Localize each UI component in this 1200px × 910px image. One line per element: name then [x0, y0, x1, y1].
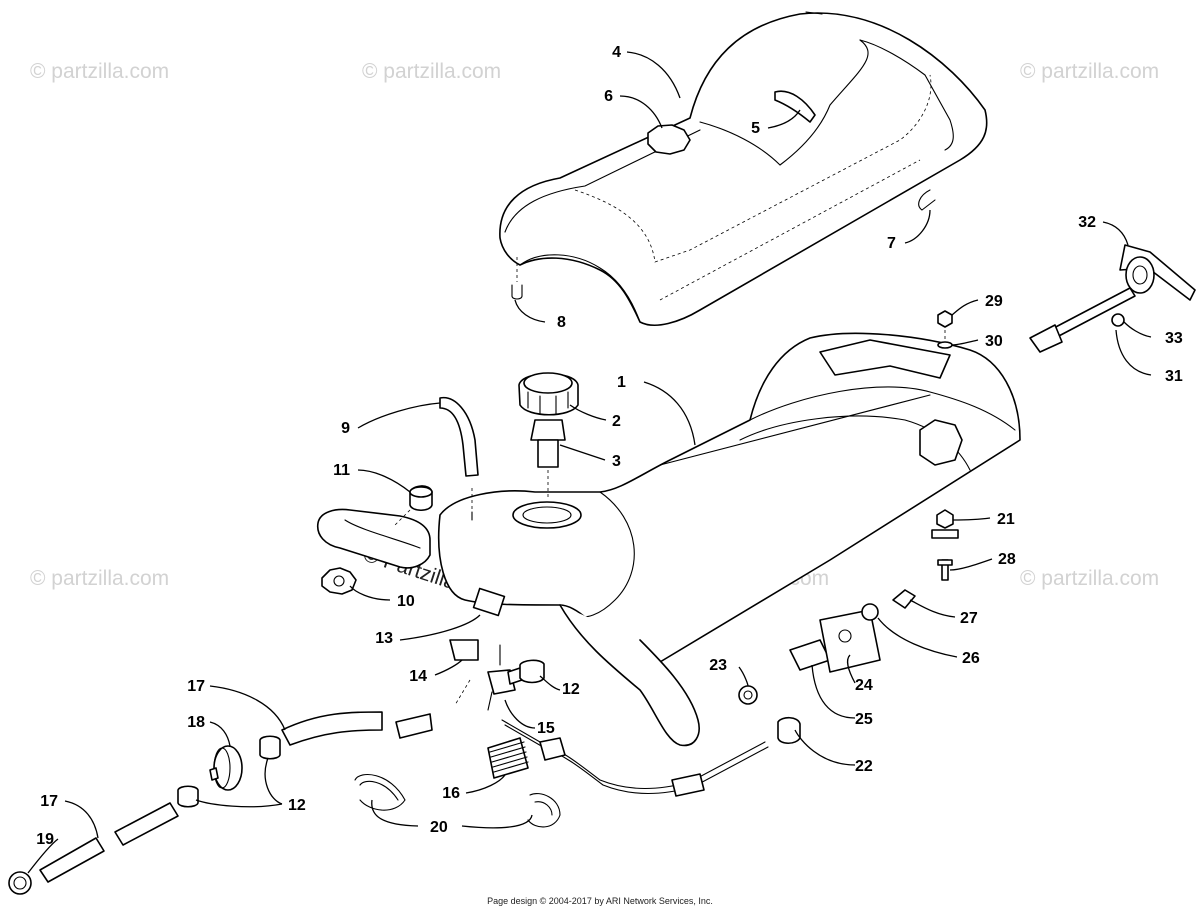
callout-33: 33 [1165, 330, 1183, 347]
callout-25: 25 [855, 711, 873, 728]
vent-hose-drawing [439, 396, 479, 477]
callout-4: 4 [612, 44, 621, 61]
callout-19: 19 [36, 831, 54, 848]
callout-12-a: 12 [562, 681, 580, 698]
callout-17-b: 17 [40, 793, 58, 810]
seat-cap-recess [647, 124, 691, 155]
vent-hose [439, 396, 479, 477]
callout-1: 1 [617, 374, 626, 391]
washer-33 [1111, 313, 1125, 327]
choke-cable-drawing [501, 716, 801, 797]
fitting-12a [519, 659, 545, 684]
cable-knob [777, 716, 801, 745]
watermark-top-center: © partzilla.com [362, 60, 501, 83]
tank-body [437, 332, 1021, 672]
callout-8: 8 [557, 314, 566, 331]
fuel-cap-drawing [518, 372, 579, 500]
petcock-drawing [449, 639, 545, 711]
callout-16: 16 [442, 785, 460, 802]
washer-10-drawing [321, 567, 357, 595]
fuel-line-segment [114, 802, 179, 846]
spring-16-drawing [487, 737, 529, 779]
callout-32: 32 [1078, 214, 1096, 231]
clip-8-drawing [511, 257, 523, 300]
callout-7: 7 [887, 235, 896, 252]
clamp-19-drawing [8, 871, 32, 895]
tank-drawing [316, 332, 1021, 747]
fuel-line-lower [39, 837, 105, 883]
spring [487, 737, 529, 779]
cable-assembly-drawing [1029, 244, 1196, 353]
callout-5: 5 [751, 120, 760, 137]
switch-drawing [789, 589, 916, 673]
cable-shaft [1049, 287, 1136, 339]
tank-rear-leg [559, 604, 700, 747]
callout-14: 14 [409, 668, 427, 685]
fuel-filter-drawing [177, 735, 281, 808]
watermark-mid-left: © partzilla.com [30, 567, 169, 590]
callout-24: 24 [855, 677, 873, 694]
seat-latch [774, 90, 816, 123]
grommet-11-drawing [394, 485, 433, 526]
callout-29: 29 [985, 293, 1003, 310]
callout-3: 3 [612, 453, 621, 470]
callout-18: 18 [187, 714, 205, 731]
footer-copyright: Page design © 2004-2017 by ARI Network S… [487, 896, 713, 906]
tank-front-handle [316, 508, 431, 569]
callout-12-b: 12 [288, 797, 306, 814]
fuel-line-upper [281, 711, 383, 746]
callout-30: 30 [985, 333, 1003, 350]
watermark-top-left: © partzilla.com [30, 60, 169, 83]
nut-23-drawing [738, 685, 758, 705]
hardware-21-28-drawing [931, 509, 959, 581]
callout-6: 6 [604, 88, 613, 105]
leader-lines [27, 51, 1152, 874]
callout-labels: 4 6 5 7 8 1 2 3 9 11 10 13 14 12 15 16 1… [36, 44, 1183, 848]
key-27 [892, 589, 916, 609]
fuel-filter [213, 745, 243, 791]
fuel-cap-gauge [537, 439, 559, 468]
fuel-line-mid [395, 713, 433, 739]
callout-22: 22 [855, 758, 873, 775]
callout-13: 13 [375, 630, 393, 647]
tank-recess [919, 419, 963, 466]
tank-decal [472, 587, 506, 617]
fitting-12b [259, 735, 281, 760]
watermark-mid-right: © partzilla.com [1020, 567, 1159, 590]
callout-27: 27 [960, 610, 978, 627]
fitting-12c [177, 785, 199, 808]
callout-31: 31 [1165, 368, 1183, 385]
fuel-line-drawing [39, 711, 433, 883]
callout-26: 26 [962, 650, 980, 667]
watermark-top-right: © partzilla.com [1020, 60, 1159, 83]
callout-21: 21 [997, 511, 1015, 528]
filler-neck [512, 501, 582, 529]
callout-15: 15 [537, 720, 555, 737]
callout-11: 11 [333, 462, 350, 479]
tank-top-opening [819, 339, 951, 379]
callout-23: 23 [709, 657, 727, 674]
seat-body [499, 12, 988, 326]
callout-17-a: 17 [187, 678, 205, 695]
seat-drawing [499, 11, 988, 326]
callout-28: 28 [998, 551, 1016, 568]
callout-9: 9 [341, 420, 350, 437]
hardware-29-30-drawing [937, 310, 953, 349]
callout-20: 20 [430, 819, 448, 836]
petcock-bracket [449, 639, 479, 661]
switch-plate [819, 609, 881, 673]
washer-26 [861, 603, 879, 621]
callout-10: 10 [397, 593, 415, 610]
callout-2: 2 [612, 413, 621, 430]
